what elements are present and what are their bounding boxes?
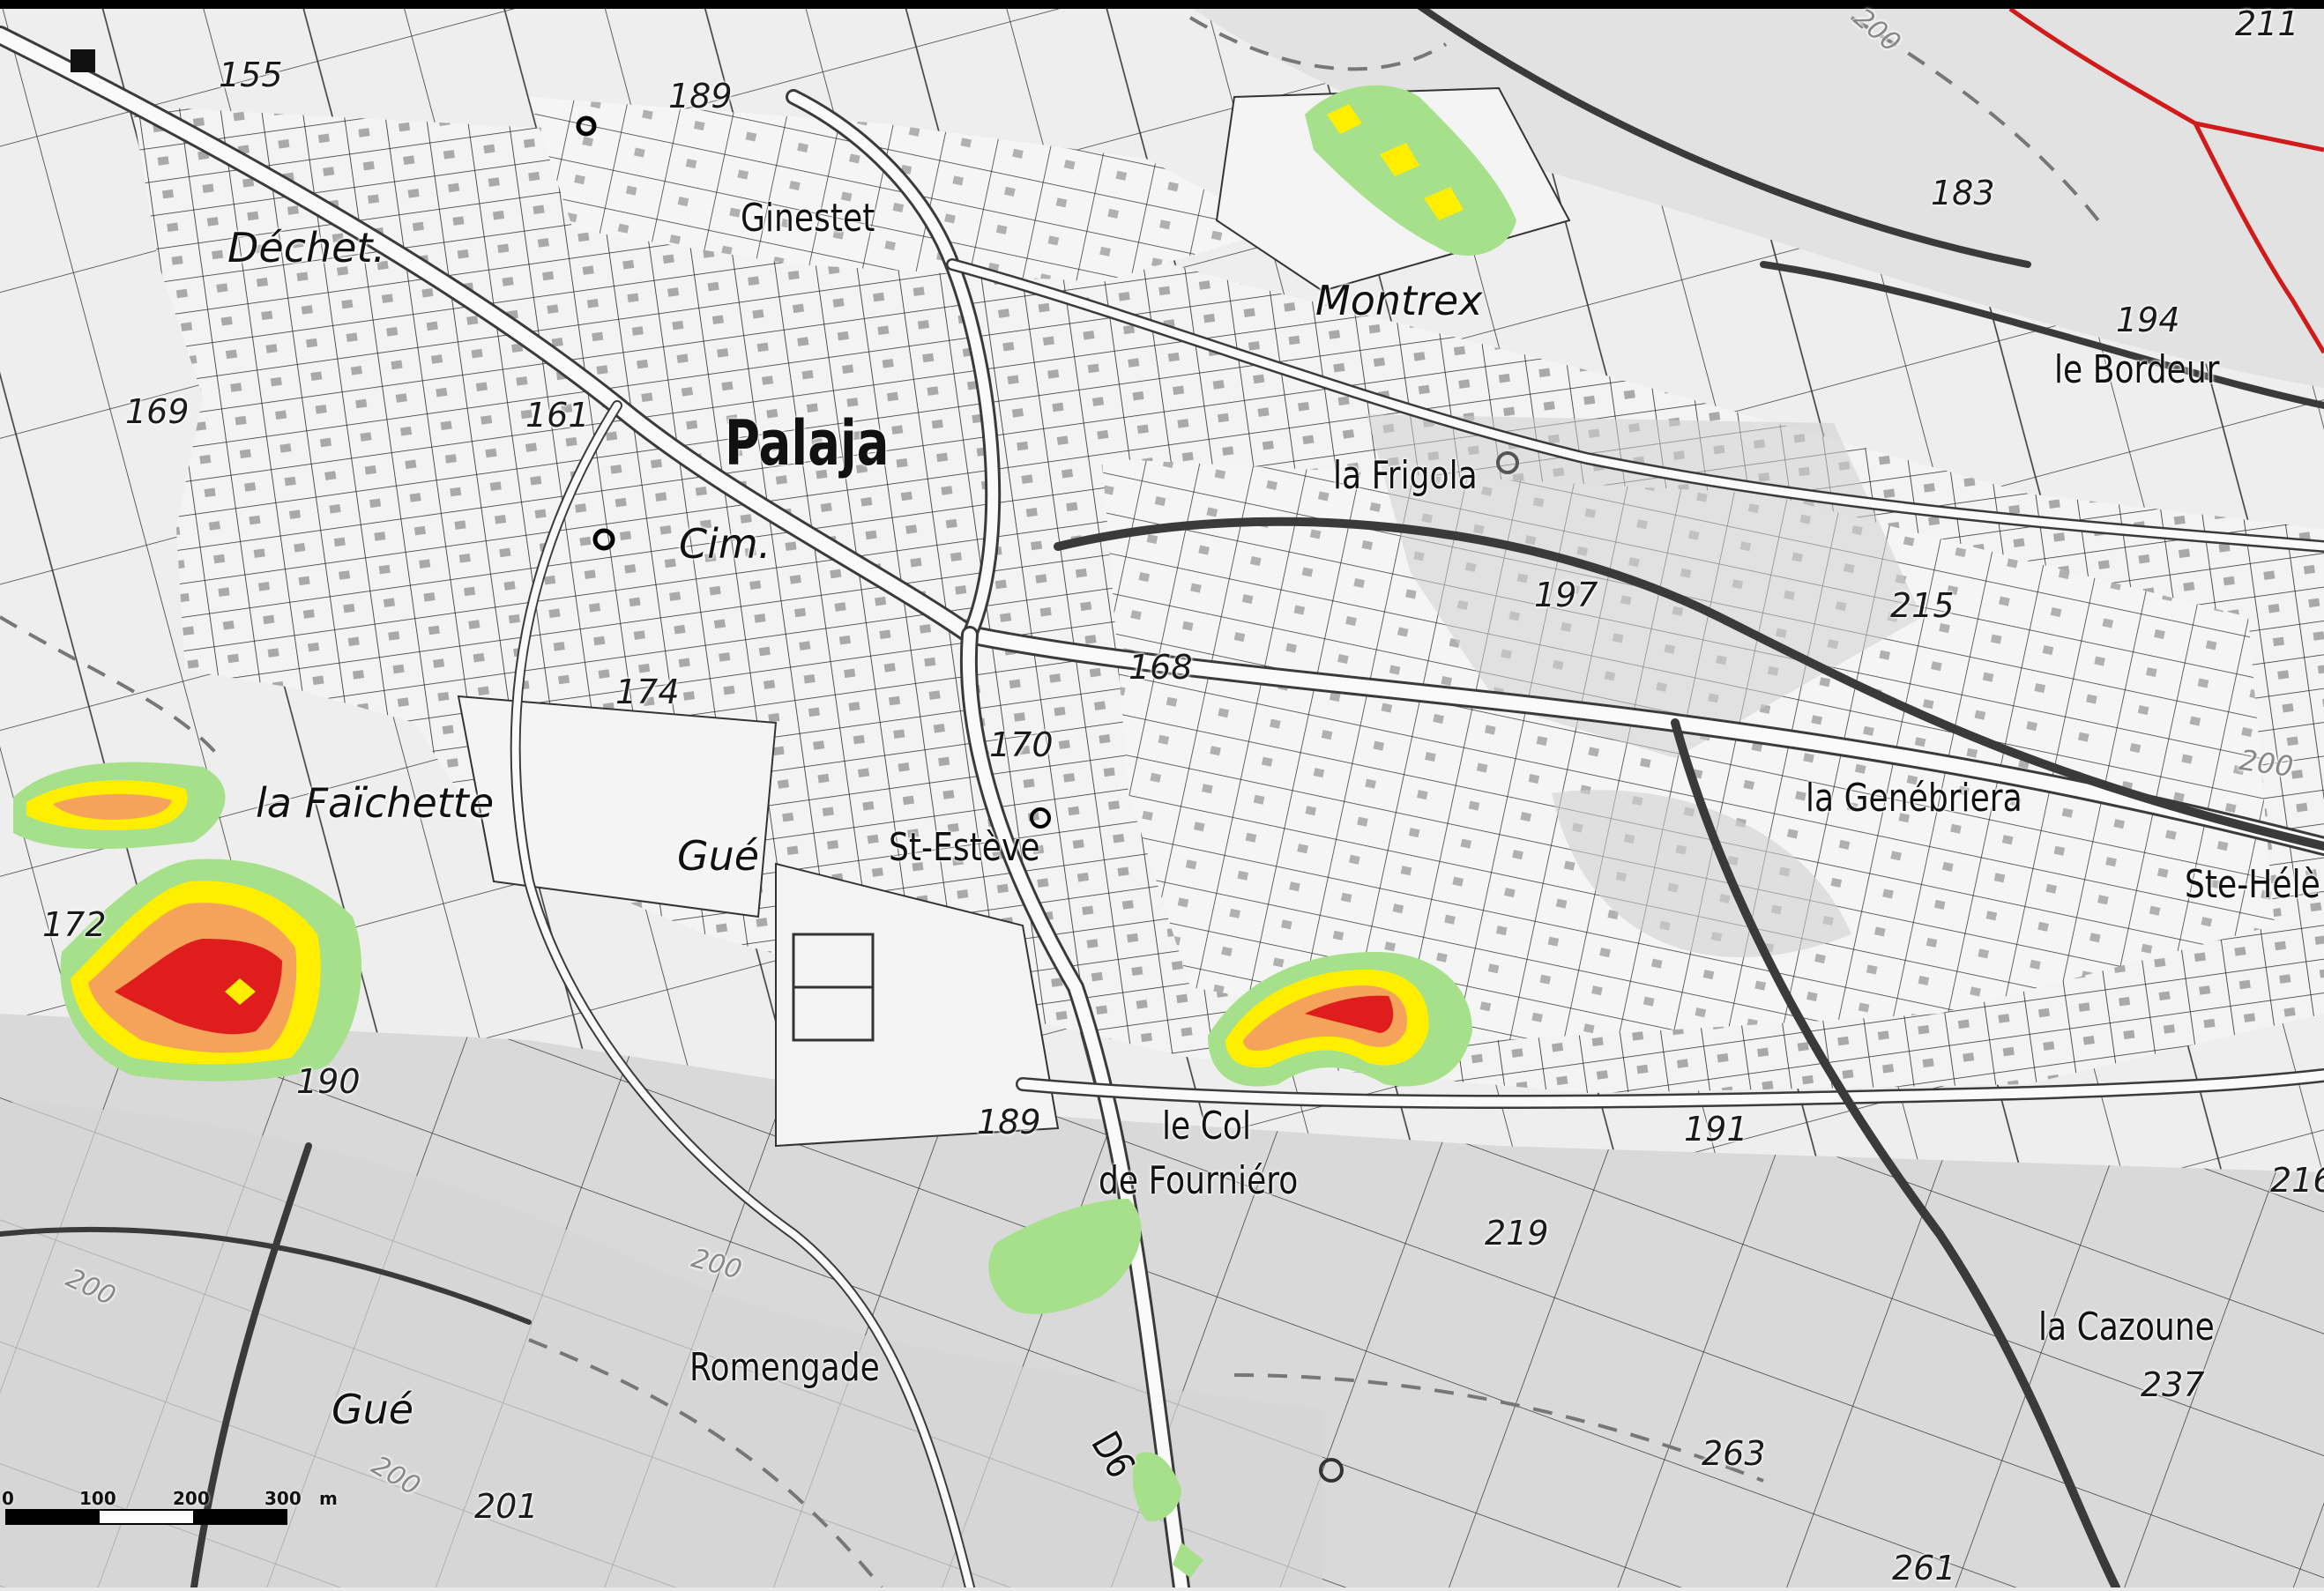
place-label-st-esteve: St-Estève [889,825,1040,870]
place-label-le-col: le Col [1162,1104,1251,1149]
heatmap [13,85,1516,1578]
place-label-la-genebriera: la Genébriera [1806,776,2022,821]
altitude-201: 201 [474,1487,539,1526]
altitude-263: 263 [1702,1434,1766,1473]
place-label-gue-1: Gué [677,832,760,880]
place-label-la-frigola: la Frigola [1333,453,1478,498]
place-label-ste-hele: Ste-Hélè [2185,862,2320,907]
altitude-189: 189 [668,77,733,115]
altitude-190: 190 [296,1062,361,1101]
altitude-169: 169 [125,392,190,431]
map-corner-square [71,49,95,72]
altitude-189-south: 189 [977,1103,1041,1141]
place-label-de-fourniero: de Fourniéro [1099,1158,1299,1203]
scale-tick-200: 200 [173,1488,210,1509]
place-label-romengade: Romengade [689,1345,880,1390]
altitude-237: 237 [2141,1365,2205,1404]
altitude-261: 261 [1892,1549,1956,1587]
scale-segment-2 [100,1511,193,1523]
scale-tick-unit: m [319,1488,338,1509]
commune-boundary-2 [2194,121,2324,152]
altitude-211: 211 [2235,4,2299,43]
top-frame-line [0,0,2324,9]
place-label-palaja: Palaja [725,407,890,480]
open-field [457,695,778,918]
scale-tick-100: 100 [79,1488,116,1509]
hill-shading [0,1102,1322,1587]
wooded-area-2 [1552,790,1851,958]
scale-bar-segments [5,1509,287,1525]
landmark-symbol [576,115,597,137]
altitude-197: 197 [1534,576,1598,614]
scale-segment-1 [7,1511,101,1523]
point-symbol [1496,451,1519,474]
scale-segment-3 [192,1511,286,1523]
chapel-symbol [1030,807,1051,829]
altitude-161: 161 [525,396,590,435]
place-label-gue-2: Gué [331,1386,414,1433]
place-label-ginestet: Ginestet [741,196,875,241]
place-label-dechet: Déchet. [227,224,386,271]
scale-bar-ticks: 0 100 200 300 m [2,1488,338,1509]
point-symbol-2 [1319,1458,1344,1483]
altitude-174: 174 [615,673,680,711]
scale-tick-0: 0 [2,1488,14,1509]
scale-tick-300: 300 [264,1488,302,1509]
altitude-194: 194 [2116,301,2180,339]
place-label-la-cazoune: la Cazoune [2038,1305,2215,1349]
altitude-172: 172 [42,905,107,944]
place-label-la-faichette: la Faïchette [256,779,495,827]
contour-200-east: 200 [2237,742,2296,784]
altitude-170: 170 [989,725,1054,764]
altitude-191: 191 [1684,1110,1748,1149]
place-label-cim: Cim. [679,520,771,568]
altitude-216: 216 [2270,1161,2324,1200]
altitude-155: 155 [219,56,283,94]
altitude-183: 183 [1931,174,1995,212]
altitude-168: 168 [1128,648,1193,687]
place-label-le-bordeur: le Bordeur [2054,347,2220,392]
tracks [0,16,2100,1589]
scale-bar: 0 100 200 300 m [2,1488,338,1525]
altitude-215: 215 [1890,586,1955,625]
altitude-219: 219 [1485,1214,1549,1253]
place-label-montrex: Montrex [1315,277,1483,324]
church-symbol [592,528,615,551]
